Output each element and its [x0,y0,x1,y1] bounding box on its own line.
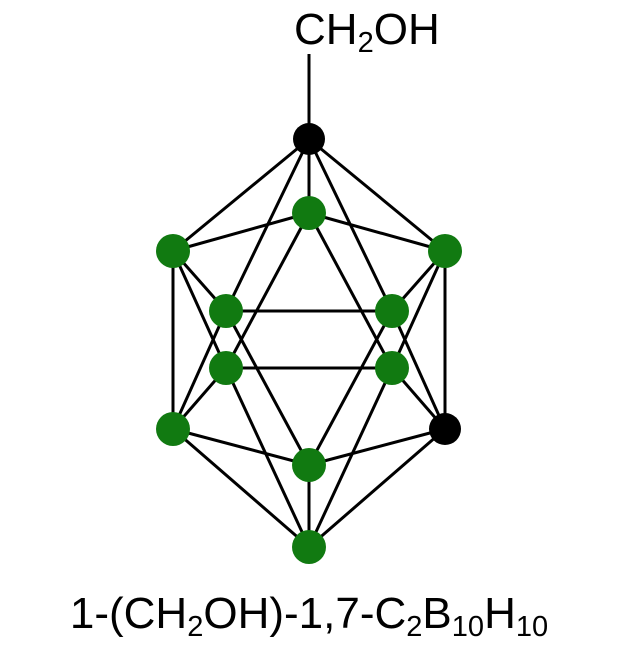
cage-bond [171,250,228,369]
cage-bond [307,310,394,466]
caption-part: H [484,589,516,638]
cage-bond [224,212,311,369]
cage-bond [307,212,394,369]
substituent-label: CH2OH [294,5,440,58]
cage-bond [224,367,311,548]
cage-bond [171,310,228,430]
boron-atom [209,294,243,328]
cage-bond [172,137,310,253]
boron-atom [292,448,326,482]
boron-atom [375,294,409,328]
caption-subscript: 2 [406,611,423,644]
substituent-tail: OH [373,5,440,54]
caption-subscript: 2 [187,611,204,644]
substituent-text: CH [294,5,358,54]
cage-bond [308,427,446,549]
cage-bond [172,427,310,467]
boron-atom [375,351,409,385]
cage-bond [308,427,446,467]
carbon-atom [293,123,325,155]
compound-name-caption: 1-(CH2OH)-1,7-C2B10H10 [0,589,618,642]
atom-layer [156,123,462,564]
caption-subscript: 10 [515,611,549,644]
cage-bond [172,211,310,253]
caption-subscript: 10 [451,611,485,644]
cage-bond [224,310,311,466]
substituent-subscript: 2 [357,27,374,60]
boron-atom [156,234,190,268]
boron-atom [292,530,326,564]
boron-atom [156,412,190,446]
boron-atom [292,196,326,230]
caption-part: OH)-1,7-C [203,589,407,638]
boron-atom [209,351,243,385]
carbon-atom [429,413,461,445]
cage-bond [308,211,446,253]
cage-bond [308,137,446,253]
cage-bond [172,427,310,549]
caption-part: 1-(CH [69,589,188,638]
boron-atom [428,234,462,268]
caption-part: B [422,589,452,638]
cage-bond [390,310,447,430]
cage-bond [307,367,394,548]
cage-bond [390,250,447,369]
